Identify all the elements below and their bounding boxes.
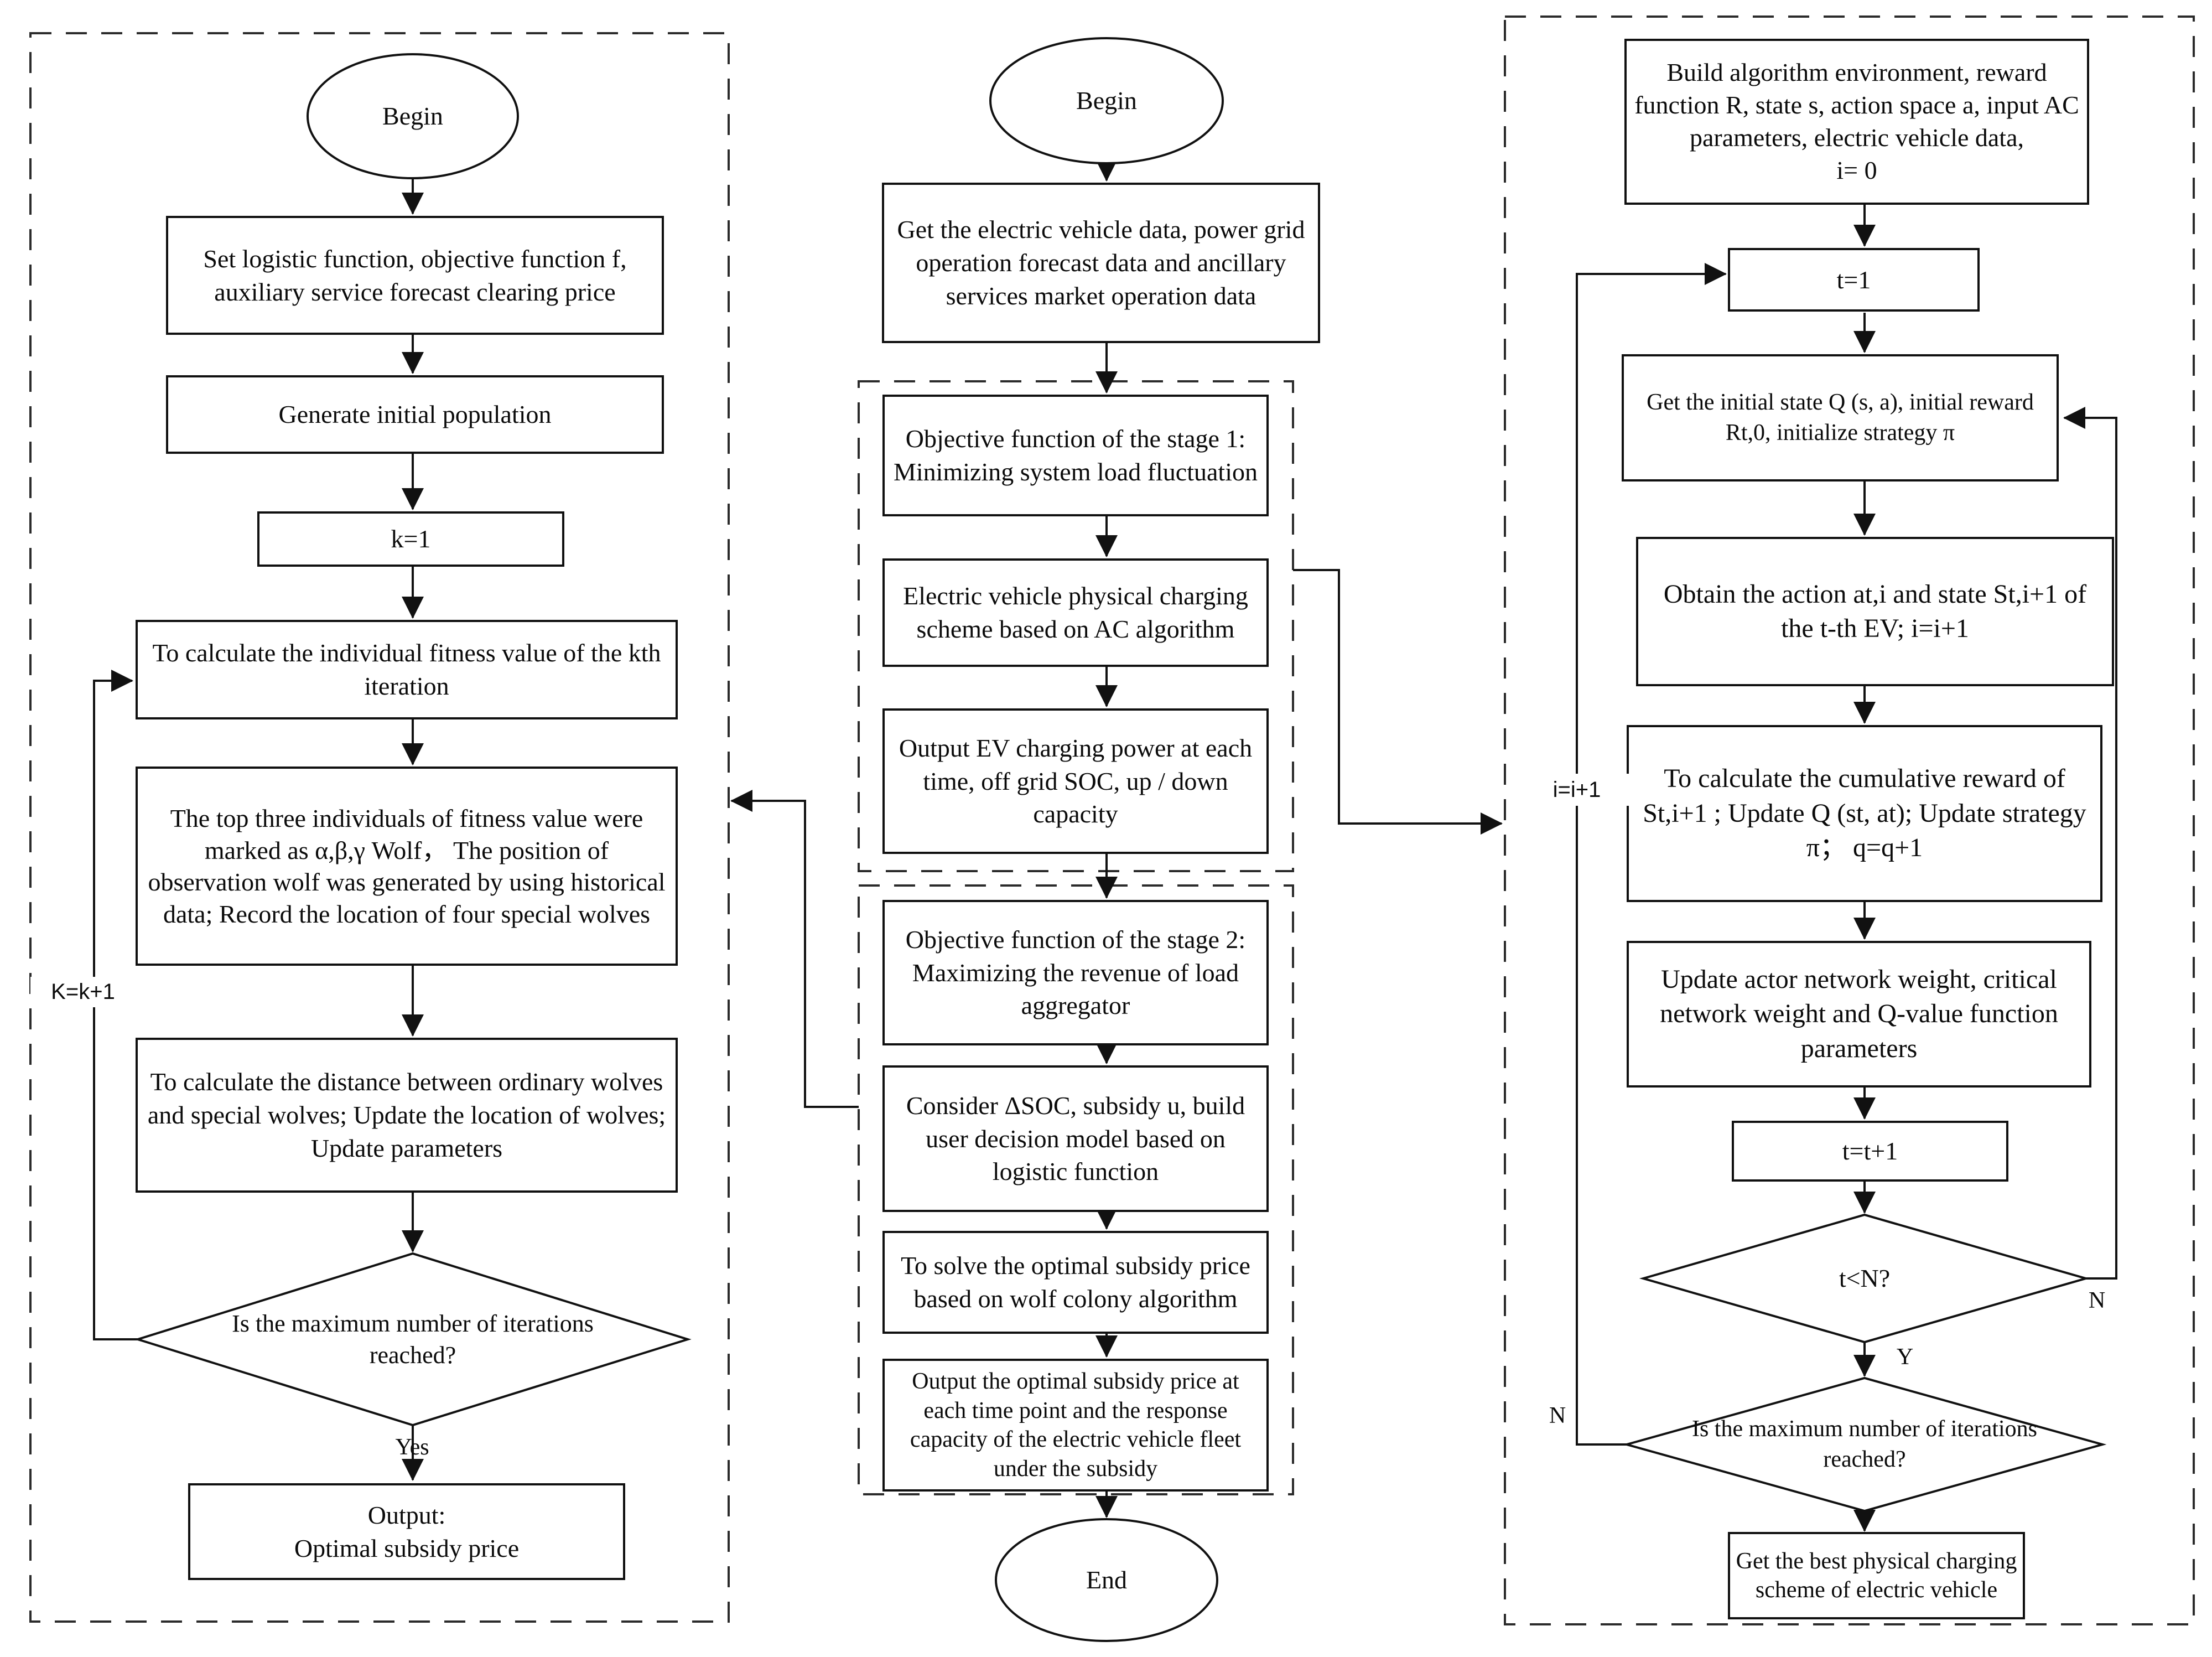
right-panel-dashed-border xyxy=(1504,15,2195,1625)
stage1-output-ev-box: Output EV charging power at each time, o… xyxy=(882,708,1269,854)
left-yes-label: Yes xyxy=(395,1435,429,1460)
middle-end-ellipse xyxy=(995,1518,1218,1642)
left-top-three-wolves-box: The top three individuals of fitness val… xyxy=(136,767,678,966)
right-update-network-box: Update actor network weight, critical ne… xyxy=(1627,941,2091,1088)
right-y-label: Y xyxy=(1896,1344,1914,1370)
right-build-environment-box: Build algorithm environment, reward func… xyxy=(1624,39,2089,205)
right-n-label-tn: N xyxy=(2088,1287,2106,1313)
left-max-iterations-diamond xyxy=(134,1252,692,1427)
left-begin-ellipse xyxy=(307,53,519,179)
left-begin-label: Begin xyxy=(382,102,443,131)
stage2-solve-subsidy-box: To solve the optimal subsidy price based… xyxy=(882,1231,1269,1334)
left-set-function-box: Set logistic function, objective functio… xyxy=(166,216,664,335)
middle-begin-label: Begin xyxy=(1076,86,1137,115)
right-t1-box: t=1 xyxy=(1728,248,1980,312)
left-k-loop-label: K=k+1 xyxy=(30,977,136,1007)
stage2-dashed-border xyxy=(858,884,1294,1495)
stage2-consider-soc-box: Consider ΔSOC, subsidy u, build user dec… xyxy=(882,1065,1269,1212)
left-max-iterations-label: Is the maximum number of iterations reac… xyxy=(232,1309,594,1369)
right-i-loop-label: i=i+1 xyxy=(1524,774,1629,806)
right-initial-state-box: Get the initial state Q (s, a), initial … xyxy=(1622,354,2059,481)
left-fitness-box: To calculate the individual fitness valu… xyxy=(136,620,678,719)
left-output-box: Output: Optimal subsidy price xyxy=(188,1483,625,1580)
middle-end-label: End xyxy=(1086,1566,1128,1594)
stage1-ac-scheme-box: Electric vehicle physical charging schem… xyxy=(882,558,1269,667)
left-distance-box: To calculate the distance between ordina… xyxy=(136,1038,678,1193)
stage2-output-subsidy-box: Output the optimal subsidy price at each… xyxy=(882,1359,1269,1492)
loop-maxiter-no-line xyxy=(1576,263,1727,1446)
stage1-objective-box: Objective function of the stage 1: Minim… xyxy=(882,395,1269,516)
left-panel-dashed-border xyxy=(29,32,730,1623)
stage1-dashed-border xyxy=(858,380,1294,872)
loop-tn-no-line xyxy=(2063,407,2117,1280)
right-best-scheme-box: Get the best physical charging scheme of… xyxy=(1728,1532,2025,1619)
middle-begin-ellipse xyxy=(989,37,1224,164)
right-max-iterations-label: Is the maximum number of iterations reac… xyxy=(1691,1416,2038,1472)
right-obtain-action-box: Obtain the action at,i and state St,i+1 … xyxy=(1636,537,2114,686)
stage2-objective-box: Objective function of the stage 2: Maxim… xyxy=(882,900,1269,1045)
right-max-iterations-diamond xyxy=(1622,1376,2107,1513)
left-generate-population-box: Generate initial population xyxy=(166,375,664,454)
right-n-label-maxiter: N xyxy=(1549,1402,1566,1428)
middle-get-data-box: Get the electric vehicle data, power gri… xyxy=(882,183,1320,343)
loop-k-plus-1-line xyxy=(93,670,138,1340)
connector-stage1-to-right-panel xyxy=(1293,569,1503,835)
left-k1-box: k=1 xyxy=(257,511,564,567)
right-tn-label: t<N? xyxy=(1839,1264,1891,1293)
right-t-less-n-diamond xyxy=(1639,1213,2090,1344)
right-tt1-box: t=t+1 xyxy=(1732,1121,2008,1182)
connector-stage2-to-left-panel xyxy=(730,790,859,1108)
right-cumulative-reward-box: To calculate the cumulative reward of St… xyxy=(1627,725,2102,902)
